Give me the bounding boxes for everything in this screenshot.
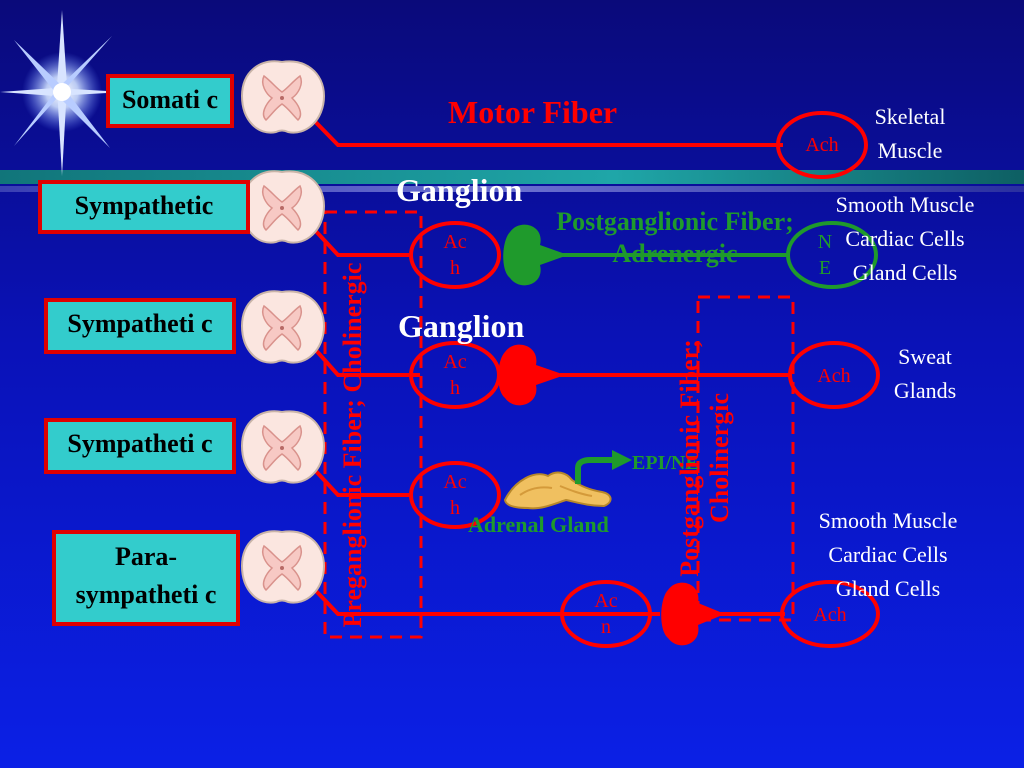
parasympathetic-label-text: Para- sympatheti c [75, 542, 217, 609]
postganglionic-adrenergic-label: Postganglionic Fiber; Adrenergic [556, 207, 794, 268]
postganglionic-dashed-box [696, 295, 795, 622]
ganglion-title-2: Ganglion [398, 308, 525, 344]
target-cardiac-cells-2: Cardiac Cells [828, 542, 948, 567]
para-pre-ach-text: Ac n [594, 590, 618, 638]
spinal-cord-icon [240, 170, 326, 244]
sympathetic-label-1: Sympathetic [38, 180, 250, 234]
adrenal-gland-icon [503, 471, 612, 510]
somatic-label-text: Somati c [121, 85, 219, 114]
arrow-icon [575, 450, 632, 484]
target-gland-cells-1: Gland Cells [852, 260, 958, 285]
sym1-post-ne-text: N E [817, 231, 833, 279]
target-smooth-muscle-2: Smooth Muscle [818, 508, 958, 533]
sym2-pre-ach-text: Ac h [443, 351, 467, 399]
sympathetic-label-2-text: Sympatheti c [67, 309, 213, 338]
parasympathetic-label: Para- sympatheti c [52, 530, 240, 626]
ganglion-heart-icon [661, 582, 725, 646]
sym1-pre-ach-text: Ac h [443, 231, 467, 279]
postganglionic-cholinergic-label: Postganglionic Fiber; Cholinergic [675, 339, 734, 577]
sym1-pre-ach-ellipse [409, 221, 501, 289]
sympathetic-label-2: Sympatheti c [44, 298, 236, 354]
epi-ne-label: EPI/NE [632, 452, 699, 474]
skeletal-ach-text: Ach [805, 134, 839, 156]
ganglion-heart-icon [498, 344, 565, 406]
target-gland-cells-2: Gland Cells [835, 576, 941, 601]
somatic-label: Somati c [106, 74, 234, 128]
para-post-ach-text: Ach [813, 604, 847, 626]
motor-fiber-title: Motor Fiber [448, 94, 618, 130]
header-stripe-violet [0, 186, 1024, 192]
sympathetic-label-1-text: Sympathetic [74, 191, 214, 220]
target-smooth-muscle-1: Smooth Muscle [835, 192, 975, 217]
target-cardiac-cells-1: Cardiac Cells [845, 226, 965, 251]
spinal-cord-icon [240, 410, 326, 484]
sym2-post-ach-text: Ach [817, 365, 851, 387]
adrenal-gland-label: Adrenal Gland [468, 512, 609, 537]
ganglion-heart-icon [503, 224, 568, 286]
sympathetic-label-3: Sympatheti c [44, 418, 236, 474]
sympathetic-label-3-text: Sympatheti c [67, 429, 213, 458]
sym3-pre-ach-ellipse [409, 461, 501, 529]
sym1-post-ne-ellipse [786, 221, 878, 289]
para-post-ach-ellipse [780, 580, 880, 648]
sym3-pre-ach-text: Ac h [443, 471, 467, 519]
spinal-cord-icon [240, 290, 326, 364]
skeletal-ach-ellipse [776, 111, 868, 179]
target-skeletal-muscle: Skeletal Muscle [874, 104, 946, 163]
spinal-cord-icon [240, 530, 326, 604]
spinal-cord-icon [240, 60, 326, 134]
para-pre-ach-ellipse [560, 580, 652, 648]
preganglionic-label: Preganglionic Fiber; Cholinergic [338, 262, 367, 628]
ganglion-title-1: Ganglion [396, 172, 523, 208]
target-sweat-glands: Sweat Glands [893, 344, 957, 403]
preganglionic-dashed-box [323, 210, 423, 639]
sym2-post-ach-ellipse [788, 341, 880, 409]
star-burst-icon [0, 10, 124, 176]
